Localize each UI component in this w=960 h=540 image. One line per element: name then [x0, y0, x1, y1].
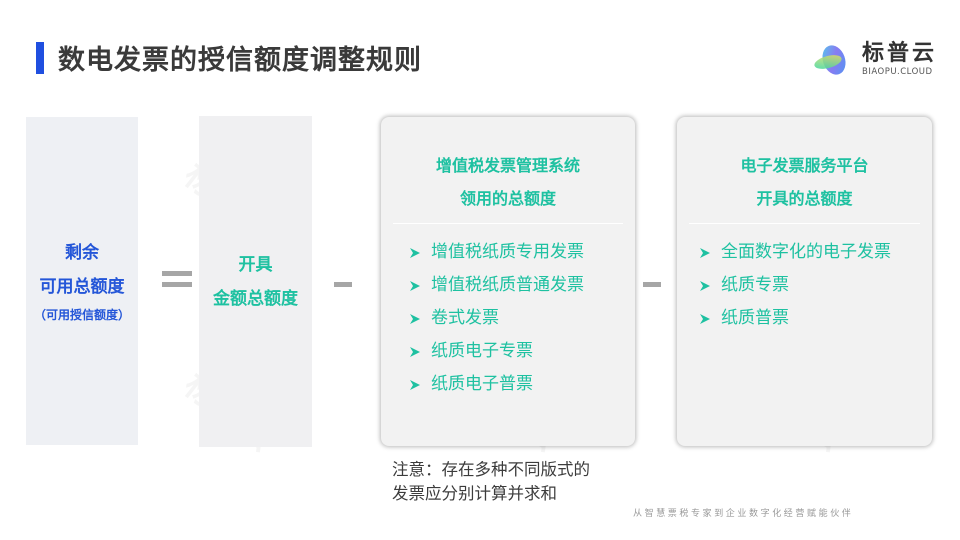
amount-total-label: 金额总额度 [213, 288, 298, 309]
arrow-bullet-icon [410, 280, 420, 291]
title-accent-bar [36, 41, 44, 74]
list-item: 卷式发票 [409, 302, 635, 335]
card-title: 增值税发票管理系统 [435, 156, 580, 175]
card-subtitle: 开具的总额度 [756, 189, 853, 208]
card-subtitle: 领用的总额度 [459, 189, 556, 208]
arrow-bullet-icon [410, 379, 420, 390]
minus-operator [334, 282, 352, 287]
card-divider [393, 223, 623, 224]
credit-limit-note: （可用授信额度） [33, 308, 130, 322]
list-item: 纸质电子专票 [409, 335, 635, 368]
total-available-label: 可用总额度 [39, 277, 125, 297]
equals-bar-bottom [162, 282, 192, 287]
list-item-label: 全面数字化的电子发票 [721, 242, 891, 262]
e-invoice-platform-card: 电子发票服务平台 开具的总额度 全面数字化的电子发票 纸质专票 纸质普票 [677, 117, 932, 446]
arrow-bullet-icon [410, 346, 420, 357]
list-item-label: 纸质电子普票 [431, 374, 533, 394]
arrow-bullet-icon [700, 313, 710, 324]
list-item-label: 增值税纸质专用发票 [431, 242, 584, 262]
page-header: 数电发票的授信额度调整规则 [36, 38, 422, 77]
remaining-label: 剩余 [65, 243, 99, 263]
list-item-label: 纸质专票 [721, 275, 789, 295]
list-item: 增值税纸质专用发票 [409, 236, 635, 269]
arrow-bullet-icon [410, 313, 420, 324]
minus-operator [643, 282, 661, 287]
list-item: 纸质专票 [699, 269, 932, 302]
logo-name: 标普云 [862, 40, 938, 66]
logo-subtitle: BIAOPU.CLOUD [862, 66, 933, 77]
list-item-label: 纸质普票 [721, 308, 789, 328]
arrow-bullet-icon [700, 247, 710, 258]
list-item: 增值税纸质普通发票 [409, 269, 635, 302]
vat-system-card: 增值税发票管理系统 领用的总额度 增值税纸质专用发票 增值税纸质普通发票 卷式发… [381, 117, 635, 446]
brand-logo: 标普云 BIAOPU.CLOUD [812, 38, 937, 80]
card-divider [689, 223, 920, 224]
list-item-label: 卷式发票 [431, 308, 499, 328]
list-item: 全面数字化的电子发票 [699, 236, 932, 269]
issue-label: 开具 [238, 254, 273, 275]
equals-operator [162, 271, 192, 293]
remaining-credit-box: 剩余 可用总额度 （可用授信额度） [26, 117, 138, 445]
note-text: 注意：存在多种不同版式的 发票应分别计算并求和 [392, 458, 590, 506]
note-line-1: 注意：存在多种不同版式的 [392, 460, 590, 479]
logo-swirl-icon [812, 38, 854, 80]
card-title: 电子发票服务平台 [740, 156, 869, 175]
issue-total-box: 开具 金额总额度 [199, 116, 312, 447]
list-item-label: 增值税纸质普通发票 [431, 275, 584, 295]
equals-bar-top [162, 271, 192, 276]
list-item-label: 纸质电子专票 [431, 341, 533, 361]
invoice-type-list: 增值税纸质专用发票 增值税纸质普通发票 卷式发票 纸质电子专票 纸质电子普票 [381, 236, 635, 401]
arrow-bullet-icon [700, 280, 710, 291]
arrow-bullet-icon [410, 247, 420, 258]
footer-slogan: 从智慧票税专家到企业数字化经营赋能伙伴 [633, 509, 854, 519]
page-title: 数电发票的授信额度调整规则 [58, 45, 422, 76]
list-item: 纸质普票 [699, 302, 932, 335]
invoice-type-list: 全面数字化的电子发票 纸质专票 纸质普票 [677, 236, 932, 335]
list-item: 纸质电子普票 [409, 368, 635, 401]
note-line-2: 发票应分别计算并求和 [392, 484, 557, 503]
